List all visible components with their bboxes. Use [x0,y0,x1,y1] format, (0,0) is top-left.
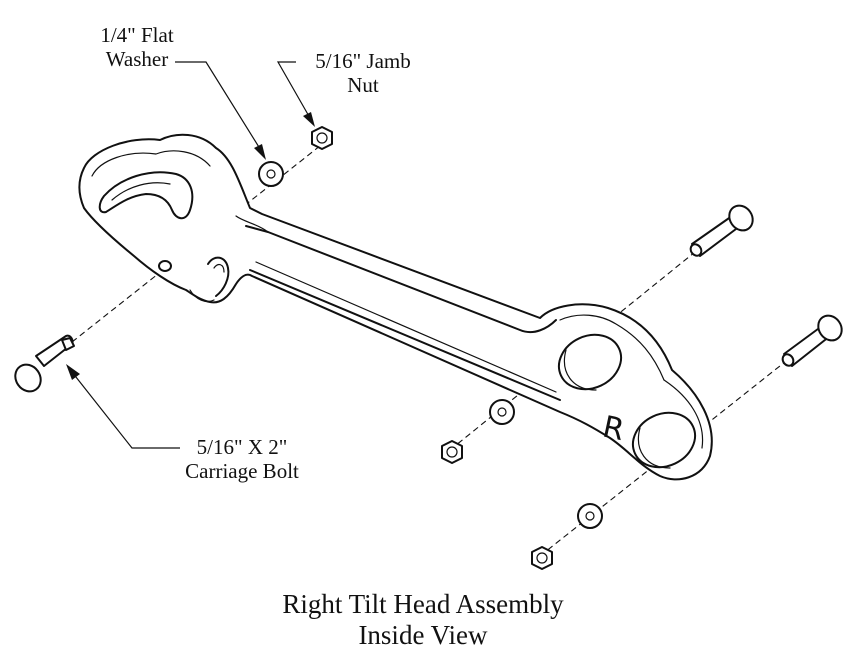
jamb-nut-label-line2: Nut [347,73,379,97]
flat-washer-label-line2: Washer [105,47,169,71]
carriage-bolt-upper-right [689,204,754,257]
flat-washer-lower [577,503,603,529]
jamb-nut-label-line1: 5/16" Jamb [315,49,411,73]
jamb-nut-middle [441,440,463,464]
tilt-head-bracket [78,133,713,481]
flat-washer-label-line1: 1/4" Flat [100,23,174,47]
caption-title: Right Tilt Head Assembly [282,589,564,619]
flat-washer-top [258,161,284,187]
jamb-nut-top [311,126,333,150]
flat-washer-middle [489,399,515,425]
carriage-bolt-lower-right [781,314,843,367]
caption-subtitle: Inside View [358,620,488,650]
drawing-caption: Right Tilt Head Assembly Inside View [0,589,846,651]
leader-carriage-bolt [66,364,180,449]
jamb-nut-label: 5/16" Jamb Nut [296,49,430,97]
carriage-bolt-label: 5/16" X 2" Carriage Bolt [166,435,318,483]
carriage-bolt-label-line2: Carriage Bolt [185,459,299,483]
carriage-bolt-label-line1: 5/16" X 2" [196,435,288,459]
leader-jamb-nut [276,61,315,127]
jamb-nut-lower [531,546,553,570]
leader-flat-washer [175,61,266,160]
flat-washer-label: 1/4" Flat Washer [78,23,196,71]
carriage-bolt-left [14,334,75,393]
